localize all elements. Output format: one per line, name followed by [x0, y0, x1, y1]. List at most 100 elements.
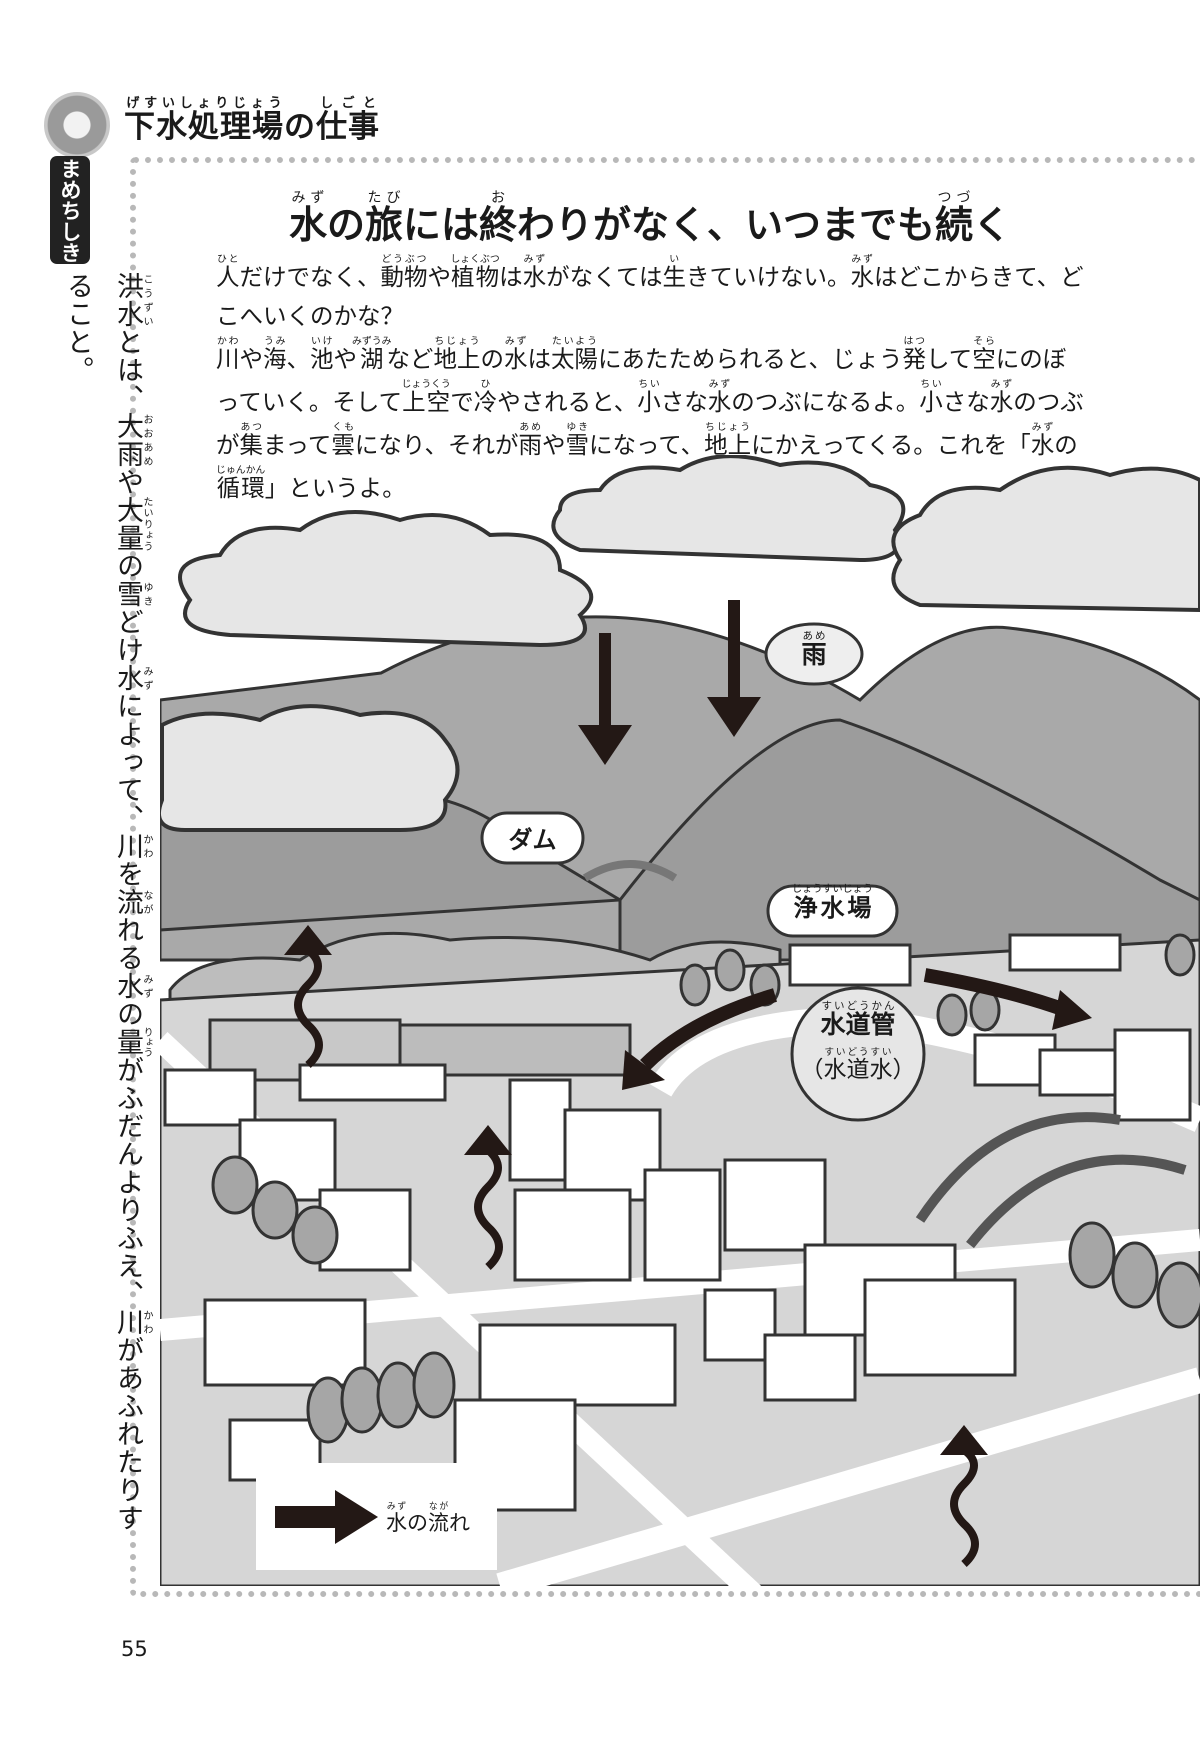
ruby-reading: みず [288, 190, 327, 206]
text-run: や [239, 345, 264, 373]
ruby-base: 発 [902, 345, 927, 373]
text-run: には [402, 203, 479, 247]
text-run: きていけない。 [685, 263, 851, 291]
text-run: 、 [286, 345, 311, 373]
ruby-base: 仕事 [316, 109, 380, 145]
ruby-word: 上空じょうくう [401, 380, 451, 416]
ruby-base: 水 [850, 263, 874, 291]
text-run: によって、 [112, 692, 143, 832]
body-line: が集あつまって雲くもになり、それが雨あめや雪ゆきになって、地上ちじょうにかえって… [216, 422, 1116, 465]
text-run: とは、 [112, 328, 143, 412]
ruby-word: 下水処理場げすいしょりじょう [124, 97, 284, 145]
ruby-reading: ゆき [141, 580, 152, 608]
ruby-word: 大量たいりょう [112, 496, 152, 552]
body-line: 人ひとだけでなく、動物どうぶつや植物しょくぶつは水みずがなくては生いきていけない… [216, 254, 1116, 297]
ruby-word: 終お [479, 191, 517, 247]
ruby-reading: い [662, 254, 686, 265]
ruby-base: 雪 [565, 431, 589, 459]
trivia-tag-label: まめちしき [58, 157, 82, 263]
text-run: れる [112, 916, 143, 972]
purification-bubble [766, 884, 899, 938]
cloud [178, 510, 594, 648]
ruby-base: 人 [216, 263, 240, 291]
text-run: ダム [508, 826, 557, 854]
ruby-reading: たび [364, 190, 403, 206]
text-run: の [480, 345, 504, 373]
ruby-reading: みず [1030, 422, 1055, 433]
ruby-reading: かわ [141, 1308, 152, 1336]
trees [211, 933, 1200, 1444]
ruby-reading: みず [503, 336, 528, 347]
cloud [160, 704, 460, 832]
ruby-word: 水道管すいどうかん [820, 1001, 895, 1039]
flow-arrows [640, 968, 1068, 1070]
ruby-word: 発はつ [902, 337, 927, 373]
text-run: があふれたりすること。 [62, 272, 143, 1532]
ruby-base: 植物 [450, 263, 500, 291]
ruby-base: 湖 [352, 345, 392, 373]
ruby-base: 水 [288, 203, 327, 247]
ruby-word: 人ひと [216, 255, 240, 291]
ruby-reading: そら [972, 336, 996, 347]
ruby-word: 雪ゆき [565, 423, 589, 459]
text-run: っていく。そして [216, 388, 403, 416]
body-text: 人ひとだけでなく、動物どうぶつや植物しょくぶつは水みずがなくては生いきていけない… [216, 254, 1116, 508]
ruby-word: 水みず [850, 255, 874, 291]
text-run: が [216, 431, 240, 459]
text-run: や [112, 468, 143, 496]
ruby-reading: たいよう [550, 336, 598, 347]
text-run: など [386, 345, 434, 373]
ruby-word: 太陽たいよう [551, 337, 598, 373]
ruby-word: 続つづ [935, 191, 973, 247]
text-run: さな [942, 388, 990, 416]
ruby-base: 水 [1030, 431, 1055, 459]
ruby-word: 水みず [112, 972, 152, 1000]
ruby-base: 地上 [704, 431, 752, 459]
evaporation-arrows [294, 946, 979, 1567]
ruby-word: 雪ゆき [112, 580, 152, 608]
ruby-word: 海うみ [263, 337, 287, 373]
ruby-word: 川かわ [112, 832, 152, 860]
ruby-reading: ゆき [565, 422, 589, 433]
text-run: にのぼ [995, 345, 1067, 373]
buildings [163, 933, 1192, 1512]
ruby-word: 集あつ [240, 423, 264, 459]
ruby-base: 大量 [112, 496, 143, 552]
text-run: はどこからきて、ど [873, 263, 1084, 291]
ruby-word: 雨あめ [801, 631, 827, 669]
ruby-word: 動物どうぶつ [381, 255, 428, 291]
text-run: の [1054, 431, 1078, 459]
mountain-front-right [618, 718, 1200, 962]
ruby-reading: ひと [216, 254, 240, 265]
ruby-base: 上空 [401, 388, 451, 416]
ruby-reading: うみ [263, 336, 287, 347]
ruby-reading: ちじょう [433, 336, 481, 347]
ruby-word: 地上ちじょう [704, 423, 752, 459]
ruby-reading: お [479, 190, 517, 206]
clouds [160, 455, 1200, 832]
body-line: 川かわや海うみ、池いけや湖みずうみなど地上ちじょうの水みずは太陽たいようにあたた… [216, 336, 1116, 379]
text-run: で [450, 388, 474, 416]
road [496, 1367, 1200, 1586]
text-run: や [427, 263, 452, 291]
ruby-base: 海 [263, 345, 287, 373]
ruby-word: 流なが [428, 1503, 449, 1535]
ruby-base: 小 [919, 388, 943, 416]
text-run: こへいくのかな？ [216, 302, 404, 330]
ruby-base: 水 [989, 388, 1014, 416]
ruby-reading: こうずい [141, 272, 152, 328]
text-run: （ [800, 1057, 824, 1083]
ruby-base: 雨 [801, 640, 827, 669]
text-run: く [973, 203, 1012, 247]
ruby-base: 川 [112, 832, 143, 860]
ruby-base: 流 [112, 888, 143, 916]
ruby-reading: しごと [316, 96, 380, 111]
ruby-reading: じょうくう [401, 379, 451, 390]
ruby-word: 水道水すいどうすい [824, 1048, 893, 1083]
ruby-reading: げすいしょりじょう [124, 96, 284, 111]
ruby-reading: みず [141, 972, 152, 1000]
ruby-word: 水みず [708, 380, 732, 416]
ruby-word: 湖みずうみ [352, 337, 391, 373]
ruby-word: 水みず [504, 337, 528, 373]
